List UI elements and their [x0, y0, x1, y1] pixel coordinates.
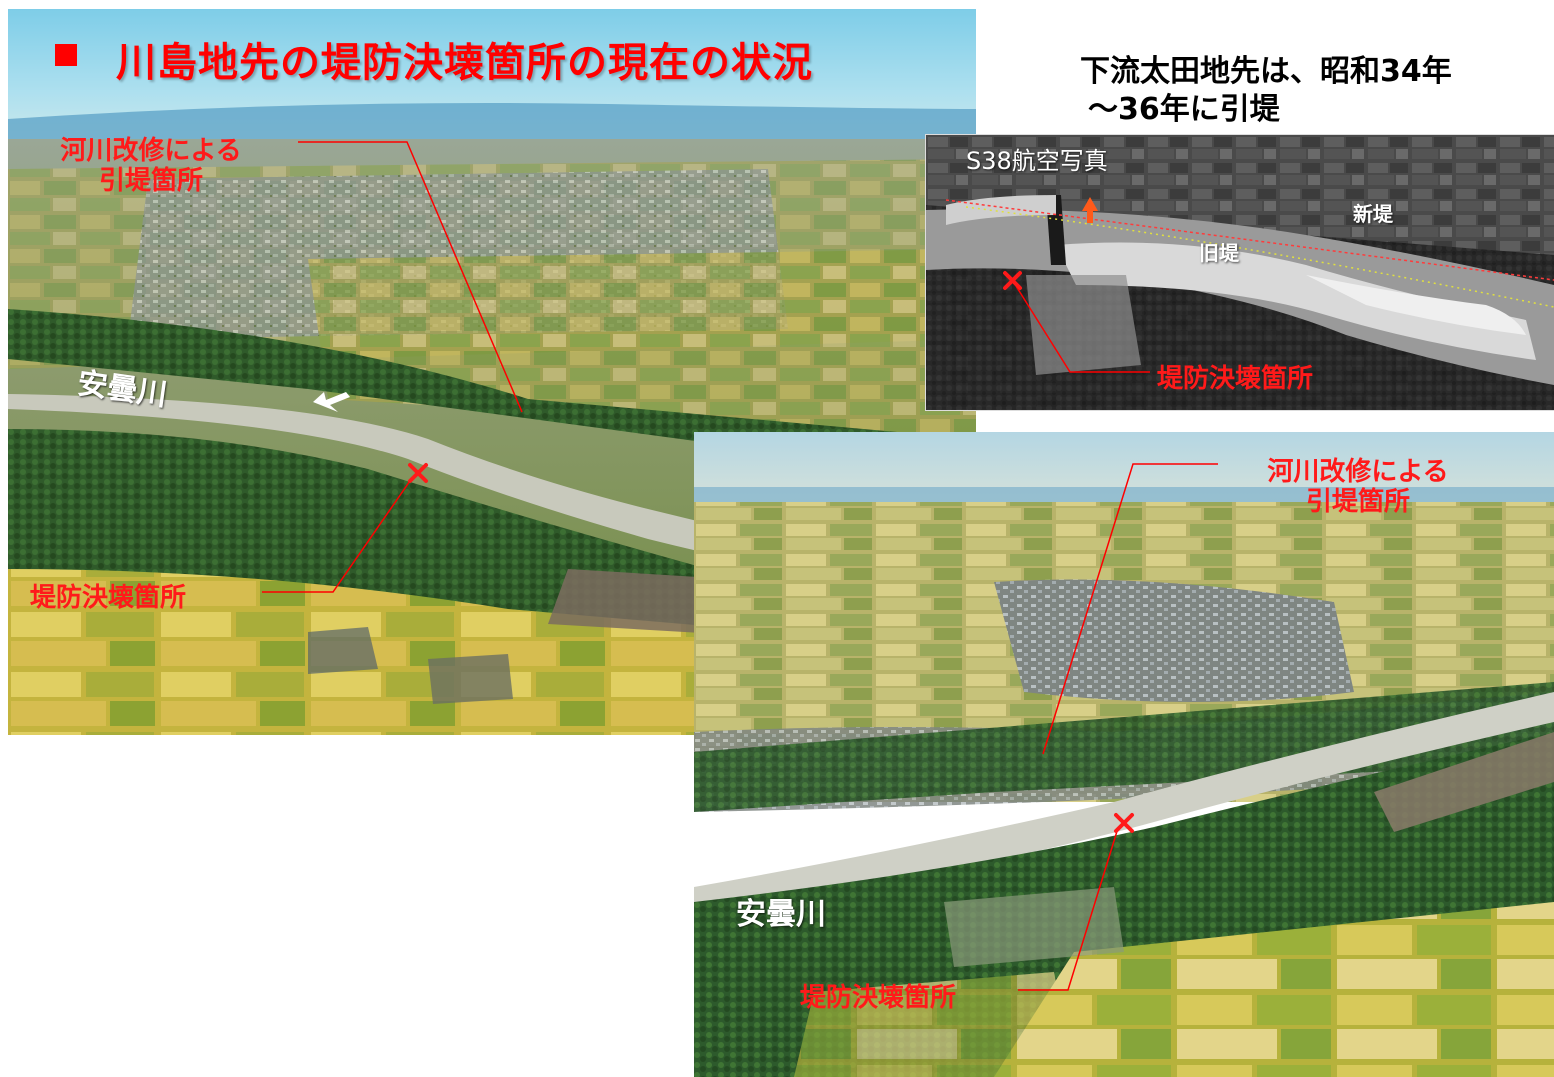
- lower-aerial-photo-art: [694, 432, 1554, 1077]
- title-bullet: [55, 44, 77, 66]
- main-improvement-label: 河川改修による 引堤箇所: [35, 136, 267, 197]
- lower-breach-label: 堤防決壊箇所: [800, 983, 957, 1013]
- page-title: 川島地先の堤防決壊箇所の現在の状況: [116, 40, 813, 86]
- lower-river-label: 安曇川: [736, 897, 826, 932]
- main-improvement-label-line2: 引堤箇所: [98, 165, 203, 196]
- lower-aerial-photo: [694, 432, 1554, 1077]
- aerial-breach-label: 堤防決壊箇所: [1157, 364, 1314, 394]
- aerial-old-levee-label: 旧堤: [1199, 241, 1239, 265]
- aerial-caption: S38航空写真: [966, 147, 1108, 175]
- note-line-2: ～36年に引堤: [1088, 92, 1280, 127]
- up-arrow-icon: [1082, 197, 1098, 223]
- main-breach-label: 堤防決壊箇所: [30, 583, 187, 613]
- note-line-1: 下流太田地先は、昭和34年: [1080, 54, 1452, 89]
- lower-improvement-label: 河川改修による 引堤箇所: [1242, 457, 1474, 518]
- main-improvement-label-line1: 河川改修による: [60, 136, 242, 166]
- lower-improvement-label-line1: 河川改修による: [1267, 457, 1449, 487]
- lower-improvement-label-line2: 引堤箇所: [1305, 486, 1410, 517]
- aerial-new-levee-label: 新堤: [1353, 202, 1393, 226]
